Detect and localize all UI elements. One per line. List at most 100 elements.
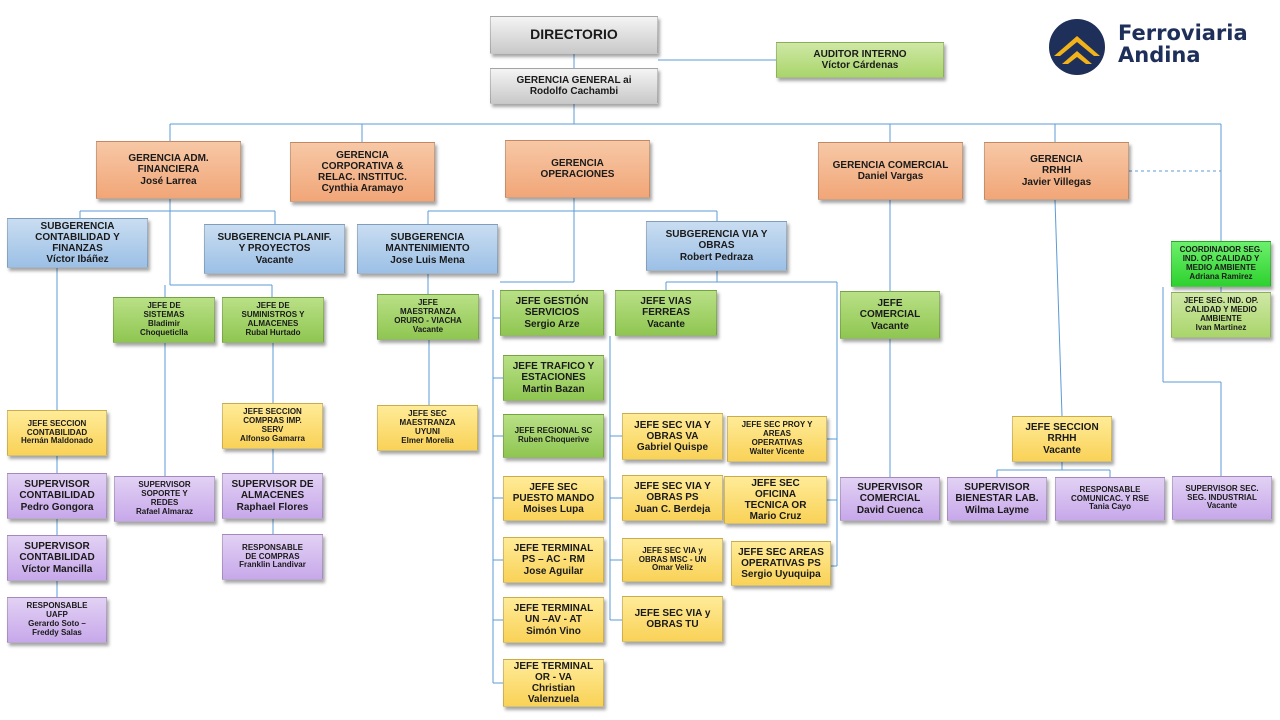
connector-line [1054,199,1063,417]
box-title: SUBGERENCIA PLANIF. Y PROYECTOS [217,232,332,255]
logo-line-1: Ferroviaria [1118,21,1248,45]
box-name: Tania Cayo [1088,502,1132,512]
box-title: JEFE COMERCIAL [859,298,921,321]
box-title: SUPERVISOR CONTABILIDAD [19,479,95,502]
box-name: Alfonso Gamarra [240,433,305,443]
box-name: Bladimir Choqueticlla [139,319,188,337]
box-title: JEFE DE SUMINISTROS Y ALMACENES [241,301,305,328]
box-title: GERENCIA ADM. FINANCIERA [128,153,209,176]
box-name: Javier Villegas [1021,176,1092,188]
box-name: Sergio Uyuquipa [741,569,821,581]
box-jefe-seguridad-industrial: JEFE SEG. IND. OP. CALIDAD Y MEDIO AMBIE… [1171,292,1271,338]
box-title: JEFE SEC AREAS OPERATIVAS PS [738,546,824,569]
box-title: SUBGERENCIA VIA Y OBRAS [665,229,768,252]
logo-wordmark: Ferroviaria Andina [1118,22,1248,66]
box-name: Pedro Gongora [20,501,94,513]
box-title: JEFE TERMINAL PS – AC - RM [513,543,594,566]
box-title: JEFE SEC VIA Y OBRAS VA [634,419,711,442]
box-gerencia-operaciones: GERENCIA OPERACIONES [505,140,650,198]
box-name: Adriana Ramirez [1189,271,1253,281]
box-title: SUBGERENCIA MANTENIMIENTO [385,232,470,255]
box-title: JEFE TRAFICO Y ESTACIONES [512,361,595,384]
box-name: Rafael Almaraz [135,506,194,516]
box-title: GERENCIA GENERAL ai [516,74,632,86]
box-title: JEFE GESTIÓN SERVICIOS [515,296,589,319]
box-title: JEFE SEG. IND. OP. CALIDAD Y MEDIO AMBIE… [1183,296,1259,323]
box-jefe-sec-via-obras-tu: JEFE SEC VIA y OBRAS TU [622,596,723,642]
box-name: Walter Vicente [749,446,805,456]
box-name: José Larrea [140,175,197,187]
box-name: Ruben Choquerive [517,435,590,444]
box-title: SUBGERENCIA CONTABILIDAD Y FINANZAS [35,220,120,254]
box-name: Vacante [871,320,909,332]
box-name: Raphael Flores [236,501,309,513]
box-title: RESPONSABLE DE COMPRAS [242,542,303,561]
box-title: SUPERVISOR SEC. SEG. INDUSTRIAL [1185,483,1259,502]
ferroviaria-andina-logo: Ferroviaria Andina [1048,18,1248,78]
box-title: SUPERVISOR DE ALMACENES [231,479,314,502]
box-name: Vacante [1043,444,1081,456]
box-title: GERENCIA COMERCIAL [832,159,949,171]
box-title: GERENCIA OPERACIONES [540,157,615,180]
logo-line-2: Andina [1118,43,1201,67]
box-title: JEFE SEC VIA y OBRAS MSC - UN [638,545,707,564]
box-name: Víctor Mancilla [21,563,93,575]
box-title: JEFE TERMINAL UN –AV - AT [513,603,594,626]
box-title: JEFE VIAS FERREAS [640,296,692,319]
box-name: Cynthia Aramayo [321,183,404,195]
box-name: Vacante [255,254,294,266]
box-coordinador-seguridad: COORDINADOR SEG. IND. OP. CALIDAD Y MEDI… [1171,241,1271,287]
box-title: GERENCIA CORPORATIVA & RELAC. INSTITUC. [318,149,407,183]
box-name: Jose Luis Mena [390,254,465,266]
box-title: JEFE SEC MAESTRANZA UYUNI [399,409,456,436]
box-title: AUDITOR INTERNO [813,48,907,60]
box-name: Rodolfo Cachambi [529,86,619,97]
box-title: JEFE SEC PROY Y AREAS OPERATIVAS [741,420,813,447]
box-title: JEFE DE SISTEMAS [143,301,185,320]
box-supervisor-bienestar: SUPERVISOR BIENESTAR LAB.Wilma Layme [947,477,1047,521]
box-title: JEFE SEC PUESTO MANDO [512,481,595,504]
box-title: JEFE SEC VIA Y OBRAS PS [634,481,711,504]
box-title: SUPERVISOR BIENESTAR LAB. [955,482,1039,505]
box-title: DIRECTORIO [530,26,618,43]
box-title: JEFE MAESTRANZA ORURO - VIACHA [394,298,462,325]
box-name: Franklin Landivar [239,560,306,570]
box-name: Juan C. Berdeja [634,503,711,515]
box-name: Gabriel Quispe [636,442,709,454]
box-title: SUPERVISOR CONTABILIDAD [19,541,95,564]
box-title: SUPERVISOR COMERCIAL [857,482,923,505]
box-name: Víctor Ibáñez [46,254,109,266]
